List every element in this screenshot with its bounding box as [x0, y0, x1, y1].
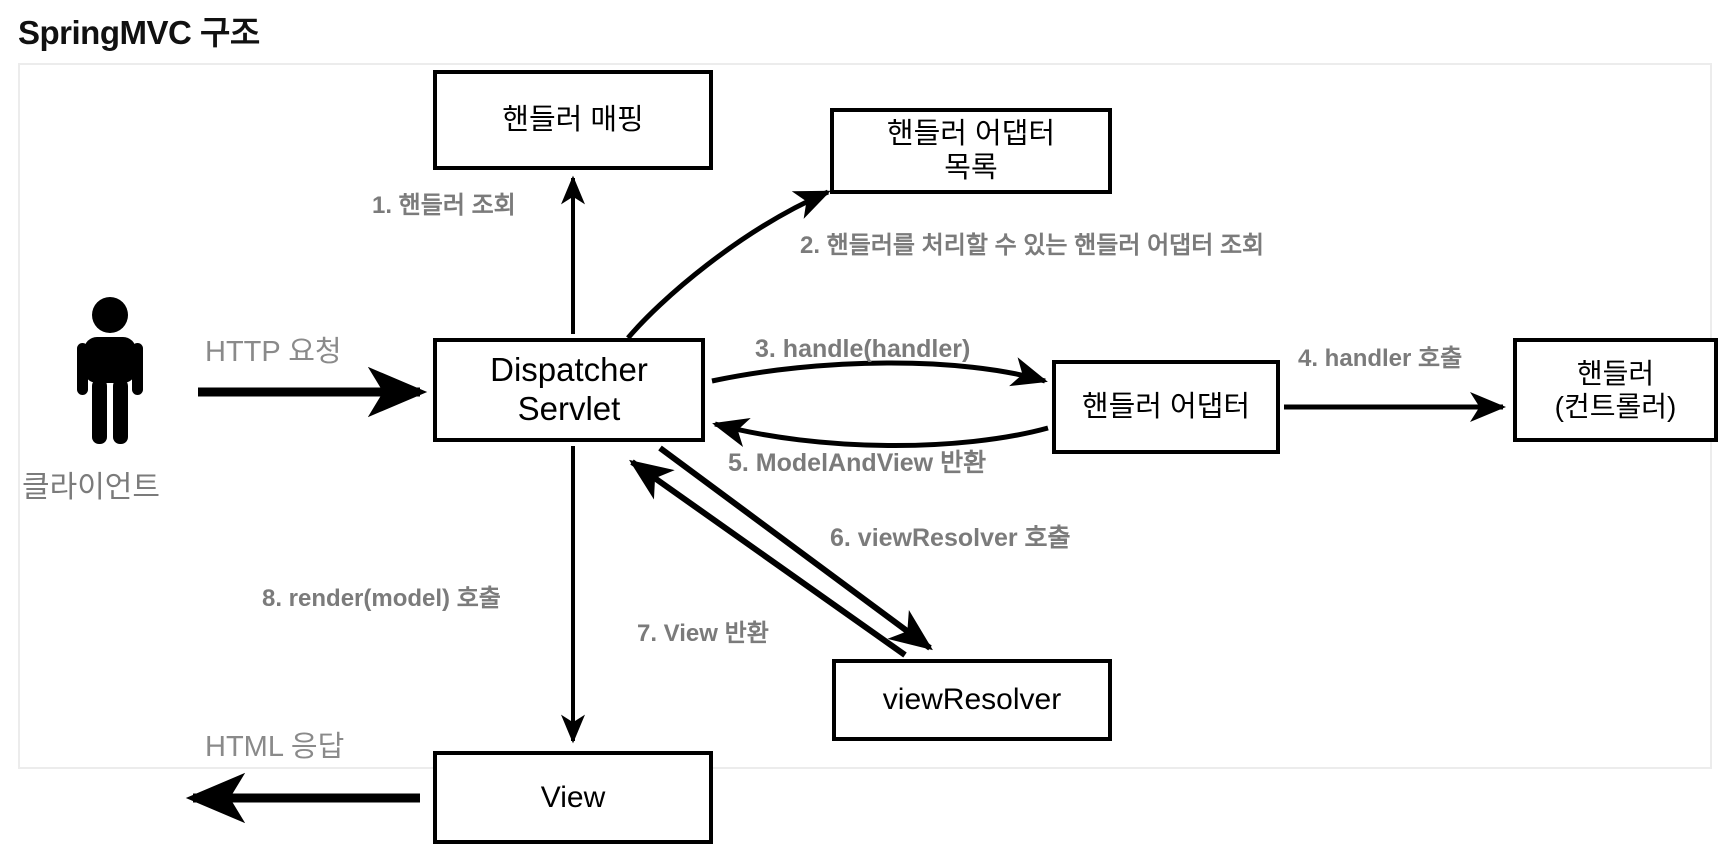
edge-label-step-1: 1. 핸들러 조회 — [372, 192, 516, 219]
node-handler-mapping-label: 핸들러 매핑 — [502, 103, 644, 136]
edge-label-http-request: HTTP 요청 — [205, 336, 342, 368]
node-dispatcher-servlet-label: Dispatcher Servlet — [490, 351, 648, 427]
node-handler-adapter[interactable]: 핸들러 어댑터 — [1052, 360, 1280, 454]
node-view-label: View — [540, 780, 606, 814]
edge-label-step-6: 6. viewResolver 호출 — [830, 524, 1071, 552]
edge-label-step-2: 2. 핸들러를 처리할 수 있는 핸들러 어댑터 조회 — [800, 232, 1265, 259]
node-handler-controller-label: 핸들러 (컨트롤러) — [1554, 357, 1677, 422]
node-handler-controller[interactable]: 핸들러 (컨트롤러) — [1513, 338, 1718, 442]
node-dispatcher-servlet[interactable]: Dispatcher Servlet — [433, 338, 705, 442]
edge-label-step-5: 5. ModelAndView 반환 — [728, 449, 987, 477]
page-title: SpringMVC 구조 — [18, 14, 260, 51]
node-handler-adapter-list[interactable]: 핸들러 어댑터 목록 — [830, 108, 1112, 194]
client-label: 클라이언트 — [22, 471, 160, 504]
edge-label-step-4: 4. handler 호출 — [1298, 345, 1463, 372]
node-view-resolver-label: viewResolver — [882, 683, 1062, 717]
node-handler-adapter-label: 핸들러 어댑터 — [1081, 390, 1251, 423]
node-view-resolver[interactable]: viewResolver — [832, 659, 1112, 741]
edge-label-step-3: 3. handle(handler) — [755, 335, 971, 363]
node-handler-mapping[interactable]: 핸들러 매핑 — [433, 70, 713, 170]
edge-label-http-response: HTML 응답 — [205, 731, 345, 763]
node-handler-adapter-list-label: 핸들러 어댑터 목록 — [886, 117, 1056, 184]
edge-label-step-7: 7. View 반환 — [637, 620, 769, 647]
node-view[interactable]: View — [433, 751, 713, 844]
person-icon — [77, 297, 143, 444]
edge-label-step-8: 8. render(model) 호출 — [262, 585, 501, 612]
